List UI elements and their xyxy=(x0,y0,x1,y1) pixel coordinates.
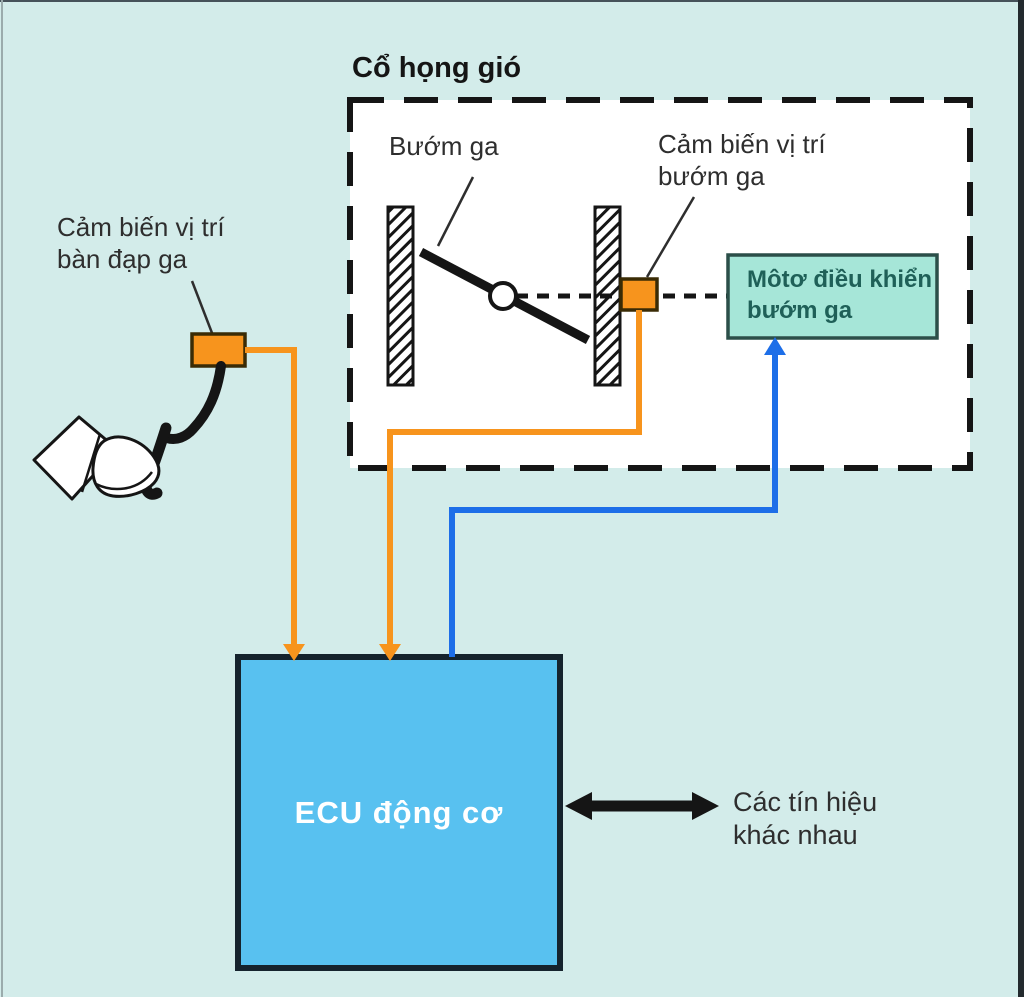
throttle-motor-box xyxy=(726,253,939,340)
motor-wire-up-arrowhead-icon xyxy=(764,337,786,355)
pedal-label-line1: Cảm biến vị trí xyxy=(57,212,225,242)
air-duct-wall-left xyxy=(386,205,415,387)
pedal-position-sensor-label: Cảm biến vị trí bàn đạp ga xyxy=(57,211,225,275)
pedal-label-line2: bàn đạp ga xyxy=(57,244,188,274)
ecu-label: ECU động cơ xyxy=(294,794,504,830)
throttle-motor-label: Môtơ điều khiển bướm ga xyxy=(747,264,932,326)
tps-label-line1: Cảm biến vị trí xyxy=(658,129,826,159)
bidirectional-arrow-left-head xyxy=(565,792,592,820)
pedal-sensor-wire xyxy=(245,347,297,646)
pedal-arm xyxy=(162,361,226,444)
ecu-box xyxy=(235,654,563,971)
throttle-valve-label: Bướm ga xyxy=(389,131,499,161)
tps-label-line2: bướm ga xyxy=(658,161,765,191)
tps-label-pointer-line xyxy=(645,196,696,278)
pedal-position-sensor xyxy=(190,332,247,368)
other-signals-line1: Các tín hiệu xyxy=(733,787,878,817)
frame-edge-top xyxy=(0,0,1024,2)
throttle-position-sensor-label: Cảm biến vị trí bướm ga xyxy=(658,128,826,192)
pedal-wire-down-arrowhead-icon xyxy=(283,644,305,661)
valve-label-pointer-line xyxy=(436,176,475,247)
other-signals-label: Các tín hiệu khác nhau xyxy=(733,786,877,852)
throttle-position-sensor xyxy=(619,277,659,312)
motor-label-line1: Môtơ điều khiển xyxy=(747,266,933,293)
throttle-valve-pivot xyxy=(488,281,518,311)
shoe-sole-line xyxy=(95,471,153,491)
other-signals-line2: khác nhau xyxy=(733,820,858,850)
pedal-label-pointer-line xyxy=(190,280,214,334)
foot-pedal-illustration xyxy=(32,361,226,501)
frame-edge-right xyxy=(1018,0,1024,1000)
throttle-sensor-wire xyxy=(387,310,642,646)
trouser-seam-line xyxy=(80,433,102,493)
bidirectional-arrow-icon xyxy=(565,792,719,820)
motor-label-line2: bướm ga xyxy=(747,297,853,324)
leg xyxy=(32,415,119,501)
bidirectional-arrow-right-head xyxy=(692,792,719,820)
throttle-body-title: Cổ họng gió xyxy=(352,52,522,84)
frame-edge-bottom xyxy=(0,997,1024,1000)
throttle-wire-down-arrowhead-icon xyxy=(379,644,401,661)
motor-control-wire xyxy=(449,352,778,657)
frame-edge-left xyxy=(1,0,3,1000)
